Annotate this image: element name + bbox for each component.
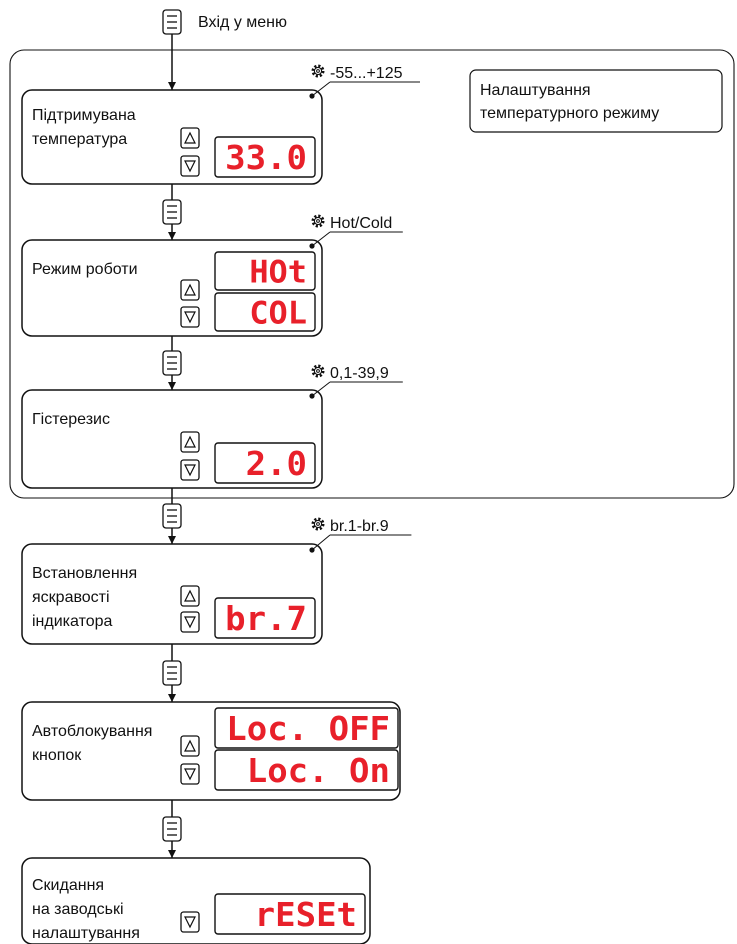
step-title-line: кнопок xyxy=(32,747,82,764)
step-title-line: Скидання xyxy=(32,877,104,894)
triangle-down-icon xyxy=(184,160,196,173)
led-display-value: Loc. On xyxy=(247,751,390,790)
parameter-range: 0,1-39,9 xyxy=(309,364,403,399)
step-title-line: температура xyxy=(32,131,127,148)
triangle-up-icon xyxy=(184,589,196,602)
down-button[interactable] xyxy=(180,306,200,328)
triangle-up-icon xyxy=(184,283,196,296)
led-display-value: HOt xyxy=(249,254,307,290)
triangle-up-icon xyxy=(184,739,196,752)
flow-connectors xyxy=(162,34,182,858)
menu-next-button[interactable] xyxy=(162,350,182,376)
step-brightness: Встановлення яскравості індикатора br.7 br.1… xyxy=(21,517,412,645)
gear-icon xyxy=(311,64,325,78)
flow-arrowhead xyxy=(168,382,176,390)
step-title-line: Гістерезис xyxy=(32,411,110,428)
triangle-down-icon xyxy=(184,916,196,929)
gear-icon xyxy=(311,364,325,378)
up-button[interactable] xyxy=(180,735,200,757)
down-button[interactable] xyxy=(180,763,200,785)
step-title-line: на заводські xyxy=(32,901,124,918)
flow-arrowhead xyxy=(168,232,176,240)
menu-lines-icon xyxy=(167,509,177,523)
menu-entry-label: Вхід у меню xyxy=(198,14,287,31)
step-title-line: Режим роботи xyxy=(32,261,138,278)
range-label: -55...+125 xyxy=(330,65,403,82)
group-label-line-1: Налаштування xyxy=(480,82,591,99)
down-button[interactable] xyxy=(180,155,200,177)
down-button[interactable] xyxy=(180,459,200,481)
step-title-line: Автоблокування xyxy=(32,723,152,740)
led-display: HOt xyxy=(214,251,316,291)
temperature-settings-group xyxy=(9,49,735,499)
step-title-line: яскравості xyxy=(32,589,110,606)
parameter-range: Hot/Cold xyxy=(309,214,403,249)
up-button[interactable] xyxy=(180,127,200,149)
step-title-line: Встановлення xyxy=(32,565,137,582)
led-display: 33.0 xyxy=(214,136,316,178)
flow-arrowhead xyxy=(168,536,176,544)
led-display-value: rESEt xyxy=(255,895,357,934)
parameter-range: -55...+125 xyxy=(309,64,420,99)
group-label-line-2: температурного режиму xyxy=(480,105,659,122)
range-label: 0,1-39,9 xyxy=(330,365,389,382)
parameter-range: br.1-br.9 xyxy=(309,517,412,553)
menu-lines-icon xyxy=(167,822,177,836)
down-button[interactable] xyxy=(180,911,200,933)
led-display: rESEt xyxy=(214,893,366,935)
led-display-value: COL xyxy=(249,295,307,331)
down-button[interactable] xyxy=(180,611,200,633)
led-display-value: br.7 xyxy=(225,599,307,638)
led-display: Loc. On xyxy=(214,749,399,791)
flow-arrowhead xyxy=(168,694,176,702)
menu-lines-icon xyxy=(167,15,177,29)
led-display: br.7 xyxy=(214,597,316,639)
menu-enter-button[interactable] xyxy=(162,9,182,35)
led-display: Loc. OFF xyxy=(214,707,399,749)
step-setpoint: Підтримувана температура 33.0 -55...+125 xyxy=(21,64,420,185)
up-button[interactable] xyxy=(180,431,200,453)
step-title-line: індикатора xyxy=(32,613,113,630)
led-display-value: 2.0 xyxy=(246,444,307,483)
step-title-line: Підтримувана xyxy=(32,107,136,124)
menu-lines-icon xyxy=(167,205,177,219)
led-display-value: 33.0 xyxy=(225,138,307,177)
step-hysteresis: Гістерезис 2.0 0,1-39,9 xyxy=(21,364,403,489)
up-button[interactable] xyxy=(180,279,200,301)
led-display: COL xyxy=(214,292,316,332)
gear-icon xyxy=(311,517,325,531)
triangle-up-icon xyxy=(184,131,196,144)
triangle-down-icon xyxy=(184,464,196,477)
menu-next-button[interactable] xyxy=(162,503,182,529)
menu-lines-icon xyxy=(167,356,177,370)
range-label: Hot/Cold xyxy=(330,215,392,232)
led-display-value: Loc. OFF xyxy=(226,709,390,748)
menu-next-button[interactable] xyxy=(162,816,182,842)
triangle-up-icon xyxy=(184,435,196,448)
menu-next-button[interactable] xyxy=(162,199,182,225)
group-label-box: Налаштування температурного режиму xyxy=(469,69,723,133)
triangle-down-icon xyxy=(184,616,196,629)
menu-next-button[interactable] xyxy=(162,660,182,686)
up-button[interactable] xyxy=(180,585,200,607)
triangle-down-icon xyxy=(184,768,196,781)
flow-arrowhead xyxy=(168,82,176,90)
range-label: br.1-br.9 xyxy=(330,518,389,535)
step-reset: Скидання на заводські налаштування rESEt xyxy=(21,857,371,944)
menu-lines-icon xyxy=(167,666,177,680)
triangle-down-icon xyxy=(184,311,196,324)
step-title-line: налаштування xyxy=(32,925,140,942)
flow-arrowhead xyxy=(168,850,176,858)
led-display: 2.0 xyxy=(214,442,316,484)
gear-icon xyxy=(311,214,325,228)
